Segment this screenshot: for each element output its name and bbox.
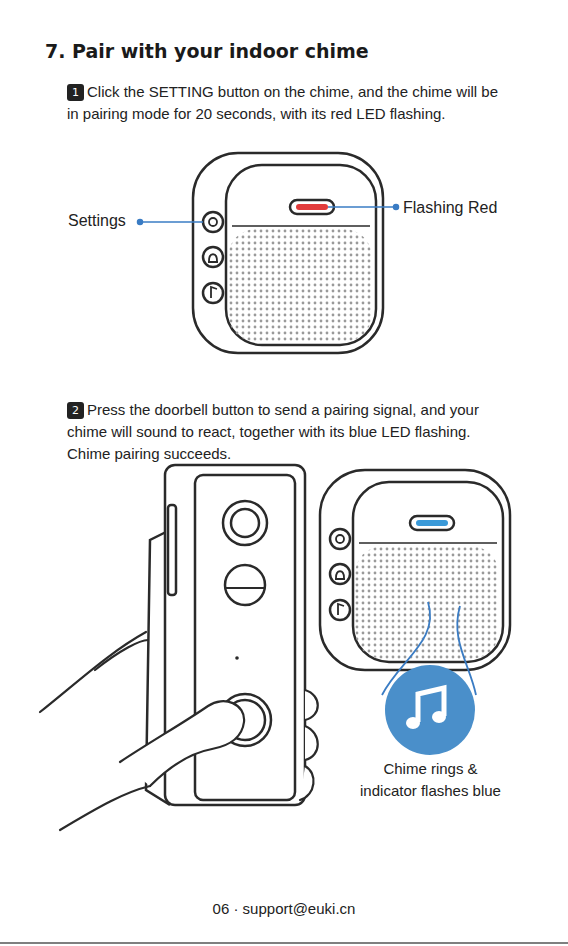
step-badge: 1 — [67, 84, 84, 101]
caption-label: Chime rings & indicator flashes blue — [353, 758, 508, 802]
music-icon — [385, 665, 475, 755]
step-number: 2 — [72, 405, 79, 416]
part-label: Flashing Red — [403, 197, 497, 218]
page-footer: 06 · support@euki.cn — [0, 899, 568, 919]
chime-illustration — [320, 470, 510, 670]
chime-illustration — [193, 153, 383, 353]
step-badge: 2 — [67, 402, 84, 419]
step-text: Press the doorbell button to send a pair… — [67, 399, 512, 465]
page-rule — [0, 942, 568, 944]
part-label: Settings — [68, 210, 126, 231]
step-text: Click the SETTING button on the chime, a… — [67, 81, 512, 125]
hand-illustration — [40, 632, 318, 830]
step-number: 1 — [72, 87, 79, 98]
section-title: 7. Pair with your indoor chime — [45, 40, 369, 62]
leader-line — [138, 205, 399, 225]
